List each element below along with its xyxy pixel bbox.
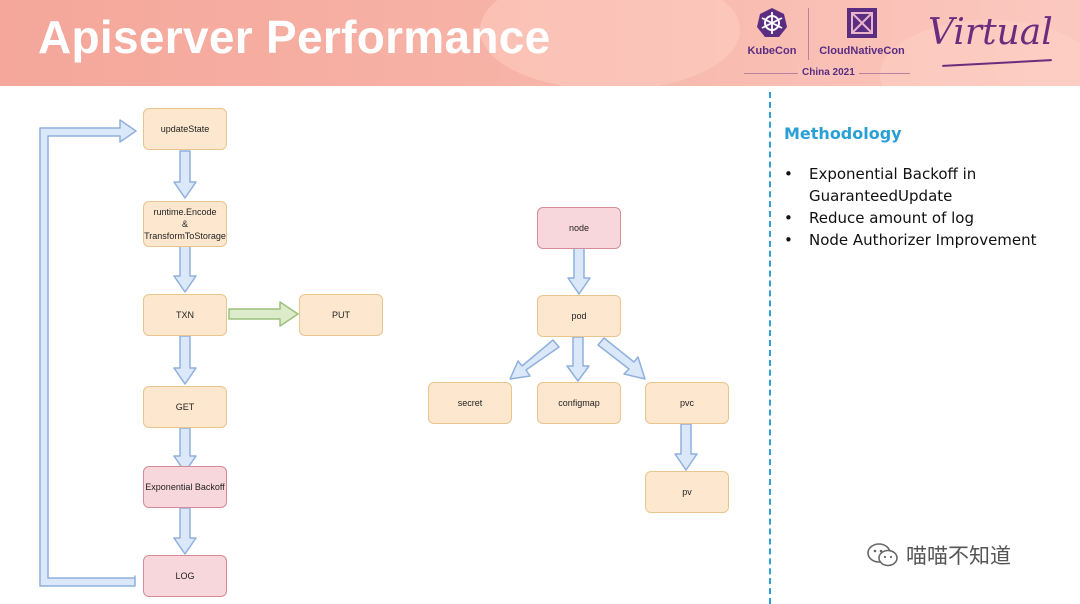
methodology-title: Methodology <box>784 124 902 143</box>
arrow-pvc-pv <box>674 423 698 471</box>
methodology-list: • Exponential Backoff in GuaranteedUpdat… <box>784 163 1074 251</box>
bullet-marker: • <box>784 231 793 249</box>
node-label: TXN <box>176 309 194 320</box>
node-label: configmap <box>558 397 600 408</box>
node-label: GET <box>175 401 195 412</box>
kubecon-label: KubeCon <box>747 45 797 57</box>
cloudnativecon-logo: CloudNativeCon <box>814 6 910 57</box>
node-label-line: TransformToStorage <box>144 231 226 242</box>
node-pvc: pvc <box>645 382 729 424</box>
watermark-text: 喵喵不知道 <box>906 544 1011 568</box>
arrow-txn-get <box>173 335 197 385</box>
kubecon-logo: KubeCon <box>742 6 802 57</box>
node-pv: pv <box>645 471 729 513</box>
virtual-wordmark: Virtual <box>928 12 1053 53</box>
node-configmap: configmap <box>537 382 621 424</box>
node-node: node <box>537 207 621 249</box>
arrow-pod-secret <box>509 339 560 380</box>
helm-wheel-icon <box>757 8 787 37</box>
node-label: pvc <box>679 397 694 408</box>
page-title: Apiserver Performance <box>38 11 551 63</box>
node-get: GET <box>143 386 227 428</box>
arrow-pod-pvc <box>597 337 646 380</box>
node-label: PUT <box>332 309 350 320</box>
arrow-pod-configmap <box>566 336 590 382</box>
node-encode: runtime.Encode & TransformToStorage <box>143 201 227 247</box>
logo-divider <box>808 8 809 60</box>
list-item-text: Exponential Backoff in GuaranteedUpdate <box>809 165 977 205</box>
edition-label: China 2021 <box>798 67 859 78</box>
node-label: updateState <box>160 123 210 134</box>
bullet-marker: • <box>784 209 793 227</box>
node-label: pv <box>682 486 692 497</box>
node-label: pod <box>571 310 587 321</box>
node-label: node <box>568 222 590 233</box>
banner-decoration <box>480 0 740 86</box>
header-banner: Apiserver Performance KubeCon CloudNativ… <box>0 0 1080 86</box>
node-txn: TXN <box>143 294 227 336</box>
list-item: • Node Authorizer Improvement <box>784 229 1074 251</box>
node-label: Exponential Backoff <box>145 481 225 492</box>
arrow-get-backoff <box>173 427 197 473</box>
list-item-text: Reduce amount of log <box>809 209 974 227</box>
watermark: 喵喵不知道 <box>866 540 1011 570</box>
bullet-marker: • <box>784 165 793 183</box>
arrow-txn-put <box>228 301 299 327</box>
wechat-icon <box>867 543 898 567</box>
node-label-line: & <box>181 218 188 229</box>
node-exponential-backoff: Exponential Backoff <box>143 466 227 508</box>
list-item: • Exponential Backoff in GuaranteedUpdat… <box>784 163 1074 207</box>
node-put: PUT <box>299 294 383 336</box>
node-label: LOG <box>175 570 195 581</box>
node-updatestate: updateState <box>143 108 227 150</box>
arrow-encode-txn <box>173 245 197 293</box>
arrow-backoff-log <box>173 507 197 555</box>
cloudnativecon-label: CloudNativeCon <box>819 45 905 57</box>
loop-arrow <box>39 119 137 587</box>
list-item-text: Node Authorizer Improvement <box>809 231 1037 249</box>
node-pod: pod <box>537 295 621 337</box>
section-divider <box>769 92 771 604</box>
arrow-updatestate-encode <box>173 150 197 199</box>
node-secret: secret <box>428 382 512 424</box>
node-label-line: runtime.Encode <box>153 206 217 217</box>
node-label: secret <box>457 397 483 408</box>
arrow-node-pod <box>567 247 591 295</box>
list-item: • Reduce amount of log <box>784 207 1074 229</box>
cncf-logo-icon <box>847 8 877 38</box>
node-log: LOG <box>143 555 227 597</box>
